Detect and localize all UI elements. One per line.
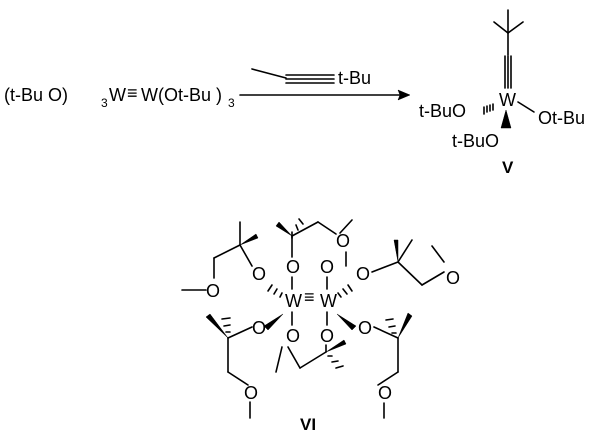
compound-vi: W ≡ W O O O O — [181, 218, 460, 434]
vi-o-top-left: O — [286, 257, 300, 277]
vi-lr-ch2-o — [377, 371, 399, 386]
vi-lower-o-ch2 — [287, 346, 301, 369]
compound-v-label: V — [502, 158, 514, 177]
reaction-arrow — [239, 89, 411, 101]
vi-upper-ether-o: O — [336, 231, 350, 251]
vi-lower-right-ligand: O O — [336, 312, 413, 419]
vi-o-upper-right: O — [356, 264, 370, 284]
vi-upper-c-ch2 — [291, 221, 319, 237]
vi-tungsten-left: W — [285, 291, 302, 311]
vi-o-upper-left: O — [252, 264, 266, 284]
v-tbu-methyl-right — [507, 21, 524, 34]
vi-ul-c-ch2 — [213, 244, 241, 259]
reactant-prefix: (t-Bu O) — [4, 85, 68, 105]
compound-vi-label: VI — [300, 415, 316, 434]
vi-lower-ch2-c — [299, 351, 327, 369]
v-right-alkoxide: Ot-Bu — [538, 108, 585, 128]
vi-ll-methyl-wedge — [205, 313, 229, 339]
vi-ul-o-c — [239, 244, 253, 267]
vi-ur-ether-o: O — [446, 268, 460, 288]
vi-ur-c-methyl — [397, 239, 413, 263]
vi-ll-ether-o: O — [244, 383, 258, 403]
vi-ur-methyl-wedge — [393, 239, 399, 263]
vi-upper-left-ligand: O O — [181, 221, 283, 301]
vi-o-lower-right: O — [358, 318, 372, 338]
v-wedge-bond-bottom — [500, 109, 512, 129]
v-bond-right — [517, 101, 535, 113]
vi-ll-methyl-hash — [221, 317, 231, 333]
vi-o-bottom-right: O — [320, 326, 334, 346]
compound-v: W t-BuO Ot-Bu t-BuO V — [419, 9, 585, 177]
v-tungsten: W — [499, 90, 516, 110]
reactant-triple-bond: ≡ — [127, 83, 138, 103]
reagent-tbu-label: t-Bu — [338, 68, 371, 88]
v-bottom-alkoxide: t-BuO — [452, 131, 499, 151]
vi-lower-left-ligand: O O — [205, 313, 284, 419]
vi-o-top-right: O — [320, 257, 334, 277]
alkyne-bond-left — [251, 68, 287, 79]
vi-wedge-to-o-lr — [336, 313, 357, 331]
reactant-subscript-1: 3 — [101, 96, 108, 110]
reactant-tungsten-1: W — [109, 85, 126, 105]
reagent-alkyne: t-Bu — [251, 68, 371, 88]
vi-ur-o-c — [371, 261, 399, 273]
vi-lr-methyl-hash — [385, 318, 397, 334]
arrow-head — [397, 89, 411, 101]
vi-ul-ether-o: O — [206, 281, 220, 301]
vi-upper-ch2-o — [317, 221, 337, 235]
vi-ur-ome-methyl — [431, 245, 445, 263]
vi-wedge-to-o-ll — [263, 313, 284, 331]
reactant-formula: (t-Bu O) 3 W ≡ W(Ot-Bu ) 3 — [4, 83, 235, 110]
vi-ur-ch2-o — [421, 271, 445, 286]
v-hashed-bond-left — [483, 103, 494, 115]
vi-o-lower-left: O — [252, 318, 266, 338]
v-left-alkoxide: t-BuO — [419, 101, 466, 121]
vi-upper-methyl-hash — [291, 218, 304, 239]
reactant-tungsten-2: W(Ot-Bu ) — [141, 85, 222, 105]
vi-lr-ether-o: O — [378, 383, 392, 403]
vi-lower-methyl-wedge — [325, 339, 347, 353]
vi-lower-ligand: O O — [275, 311, 347, 373]
vi-ul-methyl-wedge — [239, 233, 259, 246]
v-tbu-methyl-left — [493, 21, 509, 34]
vi-ll-ch2-o — [227, 371, 249, 386]
vi-upper-methyl-wedge — [275, 221, 293, 237]
vi-o-bottom-left: O — [286, 326, 300, 346]
vi-ll-o-c — [227, 326, 253, 339]
vi-lr-methyl-wedge — [397, 312, 413, 339]
vi-upper-o-methyl — [339, 219, 353, 234]
vi-lower-methyl-hash — [327, 355, 344, 369]
vi-triple-bond: ≡ — [304, 287, 315, 307]
reactant-subscript-2: 3 — [228, 96, 235, 110]
vi-upper-right-ligand: O O — [337, 239, 460, 298]
vi-upper-ligand: O O O — [275, 218, 353, 290]
vi-tungsten-right: W — [320, 291, 337, 311]
vi-hash-to-o-ul — [267, 284, 283, 298]
vi-lr-o-c — [373, 326, 399, 339]
vi-ur-c-ch2 — [397, 261, 423, 286]
vi-lower-ome-methyl — [275, 346, 283, 373]
vi-hash-to-o-ur — [337, 284, 353, 298]
